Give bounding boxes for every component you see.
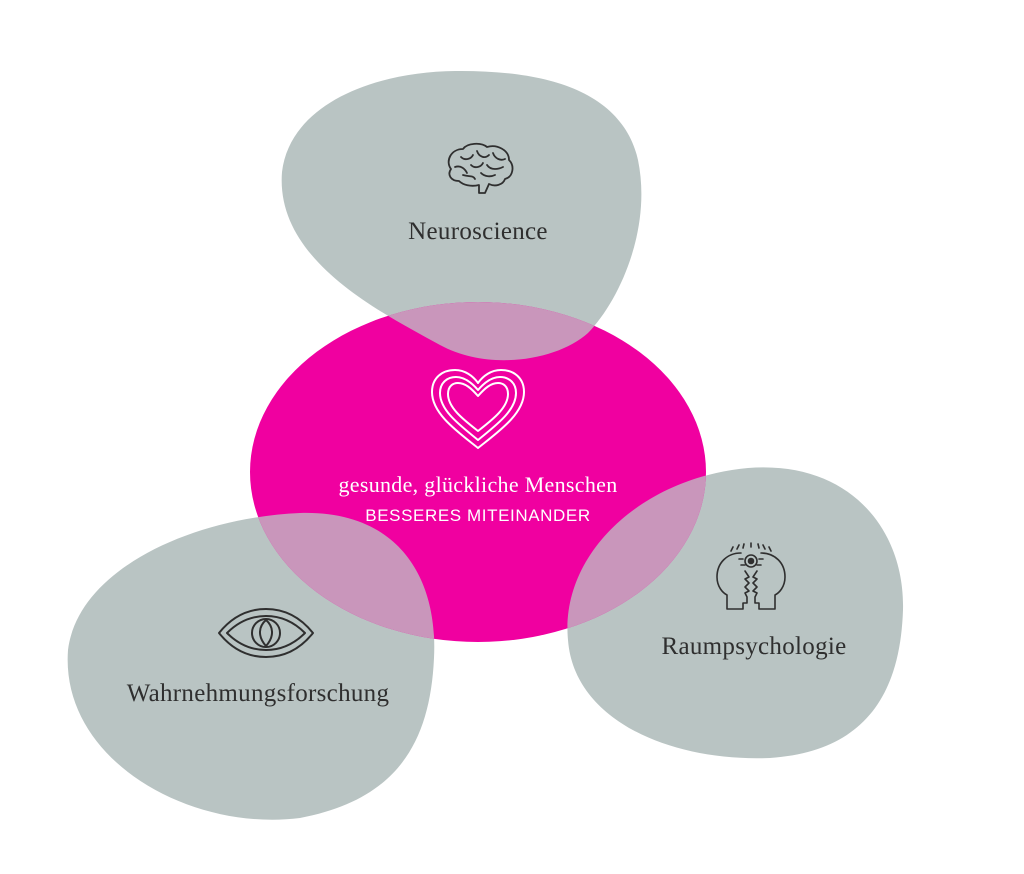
node-label-neuroscience: Neuroscience <box>408 218 548 245</box>
eye-icon <box>217 608 315 658</box>
heart-icon <box>428 368 528 452</box>
faces-icon <box>709 542 793 613</box>
center-text-primary: gesunde, glückliche Menschen <box>338 472 618 497</box>
center-text-secondary: BESSERES MITEINANDER <box>365 506 591 525</box>
node-label-wahrnehmungsforschung: Wahrnehmungsforschung <box>126 680 390 707</box>
node-label-raumpsychologie: Raumpsychologie <box>661 633 847 660</box>
brain-icon <box>441 141 517 199</box>
